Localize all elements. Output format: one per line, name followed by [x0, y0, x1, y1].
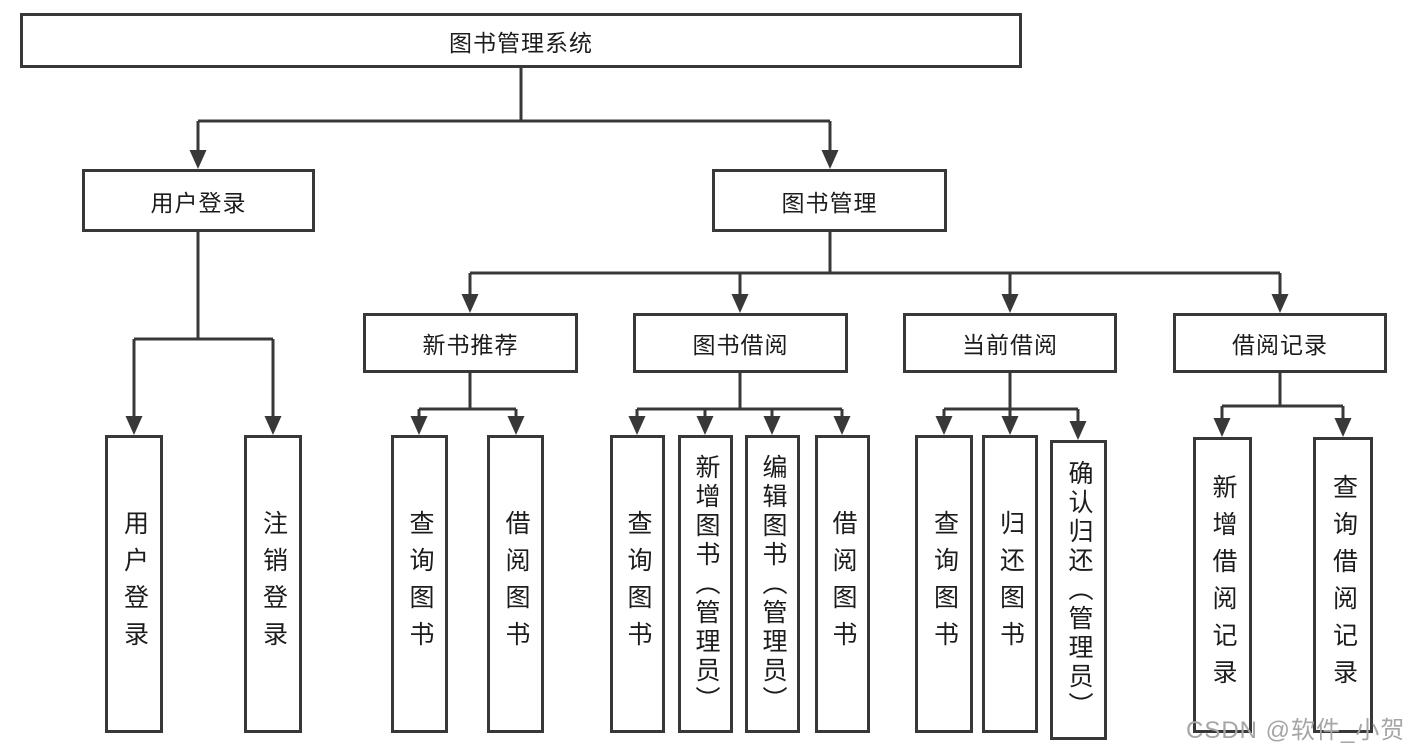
node-label: 查询图书 — [930, 510, 959, 658]
arrowhead-icon — [461, 294, 479, 313]
csdn-watermark: CSDN @软件_小贺同学 — [1186, 717, 1405, 744]
arrowhead-icon — [731, 294, 749, 313]
arrowhead-icon — [507, 416, 525, 435]
leaf-logout-login: 注销登录 — [244, 435, 302, 733]
arrowhead-icon — [821, 150, 839, 169]
node-label: 用户登录 — [120, 510, 149, 658]
arrowhead-icon — [125, 416, 143, 435]
leaf-return-books: 归还图书 — [982, 435, 1038, 733]
arrowhead-icon — [410, 416, 428, 435]
node-label: 编辑图书（管理员） — [759, 453, 787, 715]
leaf-query-books-borrowing: 查询图书 — [610, 435, 665, 733]
node-current-borrowing: 当前借阅 — [903, 313, 1117, 373]
node-book-management: 图书管理 — [712, 169, 947, 232]
leaf-add-books-admin: 新增图书（管理员） — [678, 435, 733, 733]
node-borrowing-records: 借阅记录 — [1173, 313, 1387, 373]
node-new-book-recommend: 新书推荐 — [363, 313, 578, 373]
arrowhead-icon — [935, 416, 953, 435]
leaf-query-borrow-record: 查询借阅记录 — [1313, 437, 1373, 733]
node-book-borrowing: 图书借阅 — [633, 313, 848, 373]
leaf-borrow-books-borrowing: 借阅图书 — [815, 435, 870, 733]
arrowhead-icon — [1001, 416, 1019, 435]
arrowhead-icon — [1001, 294, 1019, 313]
node-label: 当前借阅 — [962, 332, 1058, 358]
arrowhead-icon — [264, 416, 282, 435]
node-label: 查询图书 — [406, 510, 434, 658]
leaf-query-books-recommend: 查询图书 — [391, 435, 448, 733]
node-label: 查询借阅记录 — [1329, 474, 1358, 696]
leaf-borrow-books-recommend: 借阅图书 — [487, 435, 544, 733]
node-user-login: 用户登录 — [82, 169, 315, 232]
arrowhead-icon — [628, 416, 646, 435]
node-label: 新书推荐 — [422, 332, 519, 358]
node-label: 借阅图书 — [829, 510, 857, 658]
arrowhead-icon — [1069, 421, 1087, 440]
leaf-query-books-current: 查询图书 — [915, 435, 973, 733]
node-label: 用户登录 — [150, 189, 247, 216]
node-label: 图书借阅 — [692, 332, 789, 358]
node-label: 确认归还（管理员） — [1065, 459, 1093, 721]
node-label: 归还图书 — [996, 510, 1025, 658]
node-label: 借阅记录 — [1232, 332, 1328, 358]
node-label: 图书管理 — [781, 189, 878, 216]
node-label: 新增借阅记录 — [1209, 474, 1237, 696]
node-label: 图书管理系统 — [449, 29, 593, 56]
leaf-add-borrow-record: 新增借阅记录 — [1193, 437, 1252, 733]
arrowhead-icon — [1271, 294, 1289, 313]
arrowhead-icon — [1213, 418, 1231, 437]
leaf-user-login: 用户登录 — [105, 435, 163, 733]
node-label: 借阅图书 — [502, 510, 530, 658]
node-label: 查询图书 — [624, 510, 652, 658]
arrowhead-icon — [189, 150, 207, 169]
node-library-system: 图书管理系统 — [20, 13, 1022, 68]
arrowhead-icon — [763, 416, 781, 435]
arrowhead-icon — [696, 416, 714, 435]
arrowhead-icon — [833, 416, 851, 435]
leaf-edit-books-admin: 编辑图书（管理员） — [745, 435, 800, 733]
leaf-confirm-return-admin: 确认归还（管理员） — [1050, 440, 1107, 740]
arrowhead-icon — [1334, 418, 1352, 437]
node-label: 注销登录 — [259, 510, 288, 658]
node-label: 新增图书（管理员） — [692, 453, 720, 715]
